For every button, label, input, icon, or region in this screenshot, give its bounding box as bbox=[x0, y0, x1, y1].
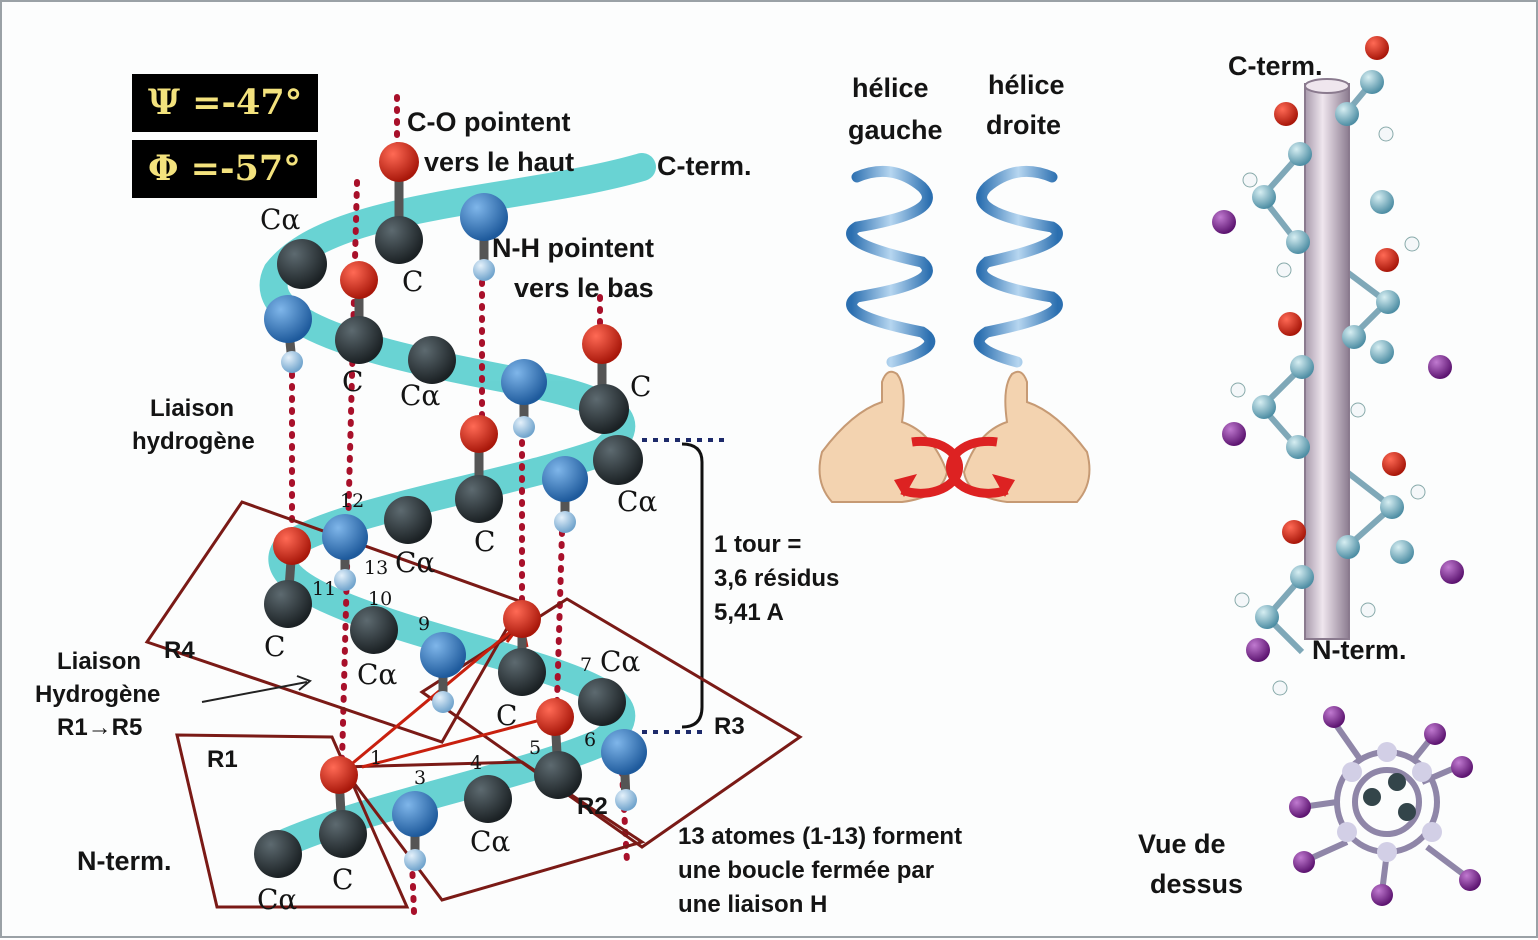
phi-angle-box: Φ =-57° bbox=[132, 140, 317, 198]
atom-label-ca: Cα bbox=[617, 485, 658, 518]
loop-note-line2: une boucle fermée par bbox=[678, 857, 935, 884]
atom-label-ca: Cα bbox=[395, 546, 436, 579]
left-helix-label-line2: gauche bbox=[848, 115, 943, 145]
turn-markers bbox=[642, 438, 727, 734]
residue-label-r4: R4 bbox=[164, 637, 195, 664]
side-helix-model bbox=[1212, 36, 1464, 696]
nitrogen-atoms bbox=[264, 193, 647, 837]
residue-label-r2: R2 bbox=[577, 793, 608, 820]
hbond-r1r5-line3: R1→R5 bbox=[57, 714, 143, 741]
residue-label-r3: R3 bbox=[714, 713, 745, 740]
atom-number-9: 9 bbox=[418, 613, 431, 635]
atom-label-ca: Cα bbox=[260, 203, 301, 236]
atom-label-c: C bbox=[264, 630, 286, 663]
atom-label-c: C bbox=[402, 265, 424, 298]
loop-note-line3: une liaison H bbox=[678, 891, 828, 918]
nh-note-line2: vers le bas bbox=[514, 273, 654, 303]
psi-angle-box: Ψ =-47° bbox=[132, 74, 319, 132]
oxygen-atoms bbox=[273, 142, 622, 794]
atom-label-c: C bbox=[332, 863, 354, 896]
turn-note-line2: 3,6 résidus bbox=[714, 565, 840, 592]
left-helix-spiral bbox=[846, 165, 936, 368]
left-helix-label-line1: hélice bbox=[852, 73, 929, 103]
atom-number-13: 13 bbox=[364, 557, 389, 579]
turn-bracket bbox=[681, 442, 704, 729]
top-view-model bbox=[1289, 706, 1481, 906]
hbond-label-line1: Liaison bbox=[150, 395, 235, 422]
atom-number-6: 6 bbox=[584, 729, 597, 751]
main-n-term-label: N-term. bbox=[77, 846, 172, 876]
atom-number-12: 12 bbox=[340, 490, 365, 512]
atom-number-4: 4 bbox=[470, 752, 483, 774]
residue-box-r1 bbox=[175, 733, 410, 909]
hbond-r1r5-line2: Hydrogène bbox=[35, 681, 161, 708]
atom-number-10: 10 bbox=[368, 588, 393, 610]
atom-label-ca: Cα bbox=[257, 883, 298, 916]
atom-label-ca: Cα bbox=[470, 825, 511, 858]
hydrogen-atoms bbox=[281, 259, 637, 871]
atom-label-c: C bbox=[342, 365, 364, 398]
top-view-label-line1: Vue de bbox=[1138, 829, 1226, 859]
atom-number-11: 11 bbox=[312, 578, 337, 600]
atom-number-7: 7 bbox=[580, 654, 593, 676]
atom-label-ca: Cα bbox=[600, 645, 641, 678]
co-note-line1: C-O pointent bbox=[407, 107, 571, 137]
right-helix-label-line1: hélice bbox=[988, 70, 1065, 100]
main-c-term-label: C-term. bbox=[657, 151, 752, 181]
hbond-label-line2: hydrogène bbox=[132, 428, 255, 455]
loop-note-line1: 13 atomes (1-13) forment bbox=[678, 823, 963, 850]
left-hand-icon bbox=[818, 370, 964, 503]
turn-note-line3: 5,41 A bbox=[714, 599, 784, 626]
atom-label-c: C bbox=[496, 699, 518, 732]
top-view-label-line2: dessus bbox=[1150, 869, 1244, 899]
right-helix-label-line2: droite bbox=[986, 110, 1062, 140]
residue-box-r4 bbox=[144, 500, 525, 744]
atom-label-ca: Cα bbox=[400, 379, 441, 412]
hbond-r1r5-line1: Liaison bbox=[57, 648, 142, 675]
atom-label-c: C bbox=[474, 525, 496, 558]
turn-note-line1: 1 tour = bbox=[714, 531, 802, 558]
right-hand-icon bbox=[945, 370, 1091, 503]
side-c-term-label: C-term. bbox=[1228, 51, 1323, 81]
atom-number-5: 5 bbox=[529, 737, 542, 759]
side-n-term-label: N-term. bbox=[1312, 635, 1407, 665]
right-helix-spiral bbox=[973, 165, 1063, 368]
atom-label-ca: Cα bbox=[357, 658, 398, 691]
atom-number-1: 1 bbox=[370, 747, 383, 769]
nh-note-line1: N-H pointent bbox=[492, 233, 654, 263]
carbon-atoms bbox=[254, 216, 643, 878]
residue-label-r1: R1 bbox=[207, 746, 238, 773]
co-note-line2: vers le haut bbox=[424, 147, 575, 177]
atom-number-3: 3 bbox=[414, 767, 427, 789]
hbond-r1r5-arrow bbox=[201, 681, 308, 703]
atom-label-c: C bbox=[630, 370, 652, 403]
